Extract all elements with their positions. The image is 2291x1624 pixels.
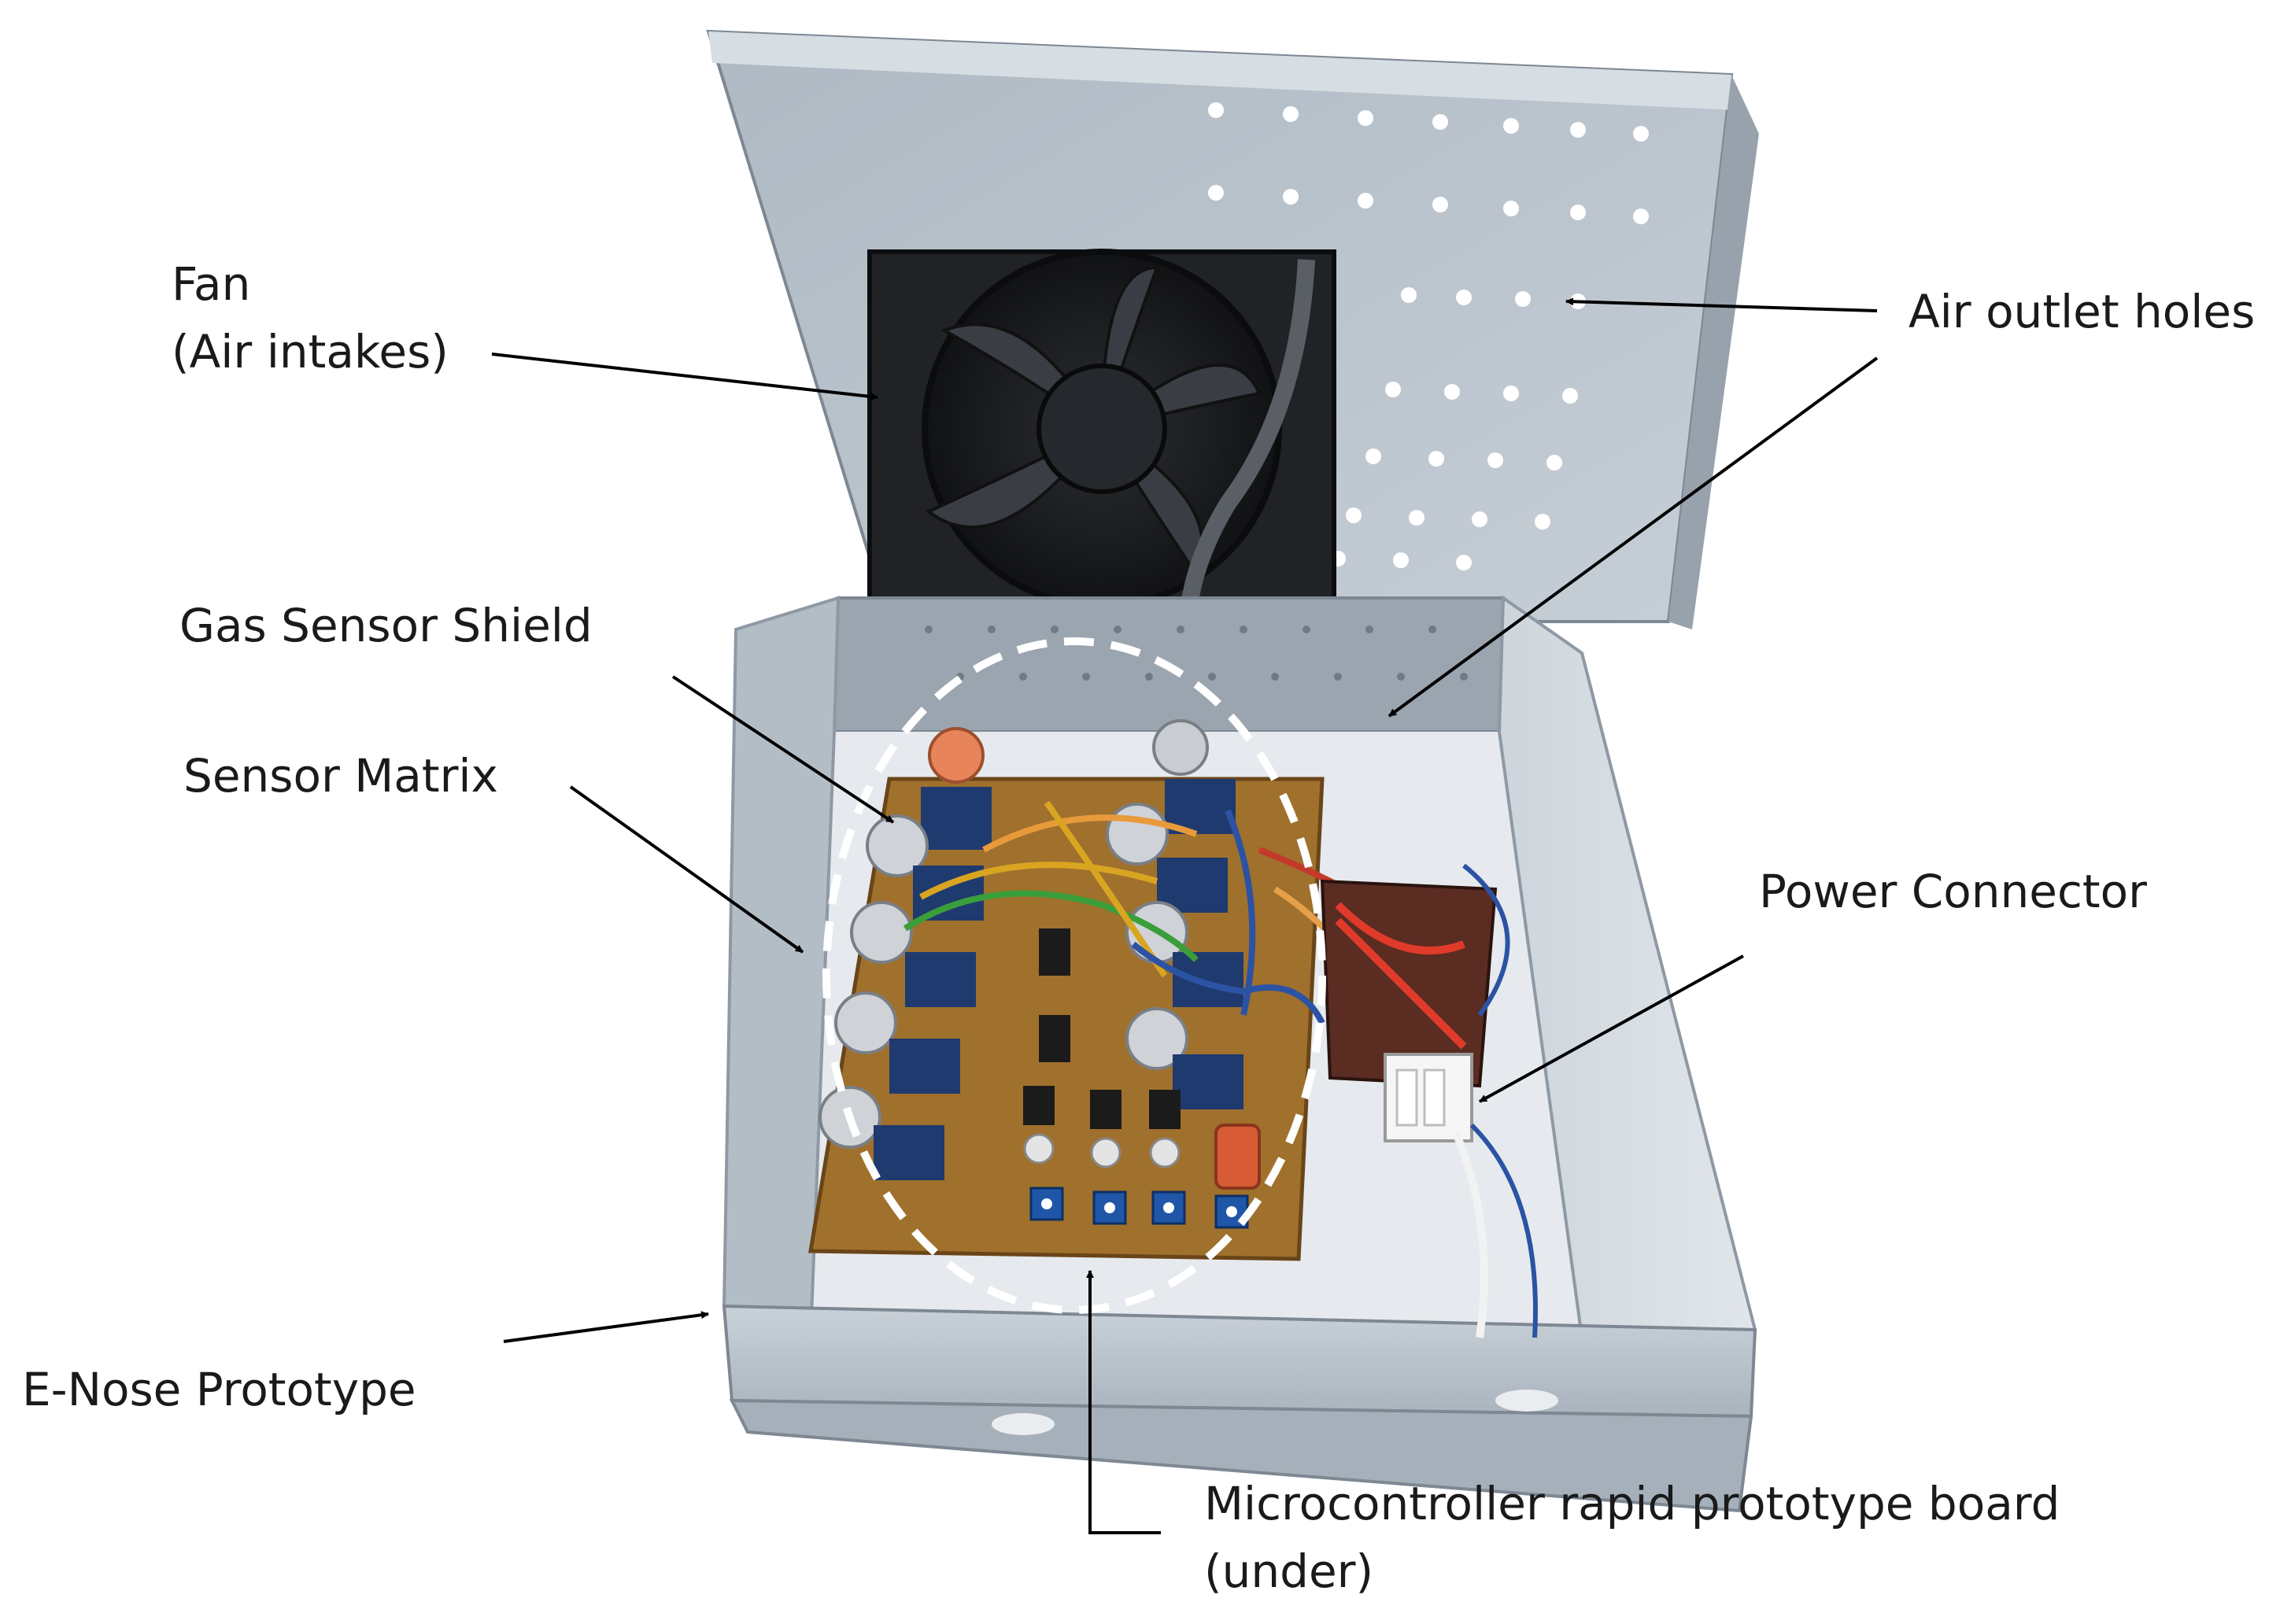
air-outlet-label: Air outlet holes <box>1909 278 2255 345</box>
microcontroller-arrow <box>1086 1270 1161 1534</box>
fan <box>867 249 1336 655</box>
enose-label-text: E-Nose Prototype <box>22 1363 416 1416</box>
microcontroller-label-line1: Microcontroller rapid prototype board <box>1204 1477 2060 1530</box>
fan-arrow <box>491 352 878 400</box>
sensor-board <box>808 719 1424 1261</box>
air-outlet-holes <box>1208 102 1649 570</box>
fan-label-line2: (Air intakes) <box>172 325 449 378</box>
power-connector-label: Power Connector <box>1759 858 2147 925</box>
gas-sensor-shield-label: Gas Sensor Shield <box>179 592 593 659</box>
callout-arrows <box>491 297 1879 1534</box>
power-connector <box>1384 863 1538 1338</box>
sensor-matrix-label-text: Sensor Matrix <box>183 749 498 803</box>
air-outlet-label-text: Air outlet holes <box>1909 285 2256 338</box>
power-connector-label-text: Power Connector <box>1759 865 2147 918</box>
sensor-matrix-arrow <box>569 785 804 954</box>
gas-sensor-shield-arrow <box>671 675 895 824</box>
microcontroller-label: Microcontroller rapid prototype board (u… <box>1204 1470 2060 1605</box>
air-outlet-arrow-box <box>1388 356 1879 718</box>
power-connector-arrow <box>1479 954 1744 1103</box>
fan-label: Fan (Air intakes) <box>172 250 449 386</box>
air-outlet-arrow-lid <box>1565 297 1878 312</box>
enose-label: E-Nose Prototype <box>22 1356 416 1423</box>
enclosure-lid <box>706 29 1759 655</box>
enose-arrow <box>503 1311 709 1343</box>
microcontroller-label-line2: (under) <box>1204 1545 1374 1598</box>
fan-label-line1: Fan <box>172 257 251 311</box>
gas-sensor-shield-label-text: Gas Sensor Shield <box>179 599 593 652</box>
sensor-matrix-label: Sensor Matrix <box>183 742 498 810</box>
sensor-matrix-outline <box>822 637 1326 1314</box>
microcontroller-board <box>1320 879 1498 1088</box>
